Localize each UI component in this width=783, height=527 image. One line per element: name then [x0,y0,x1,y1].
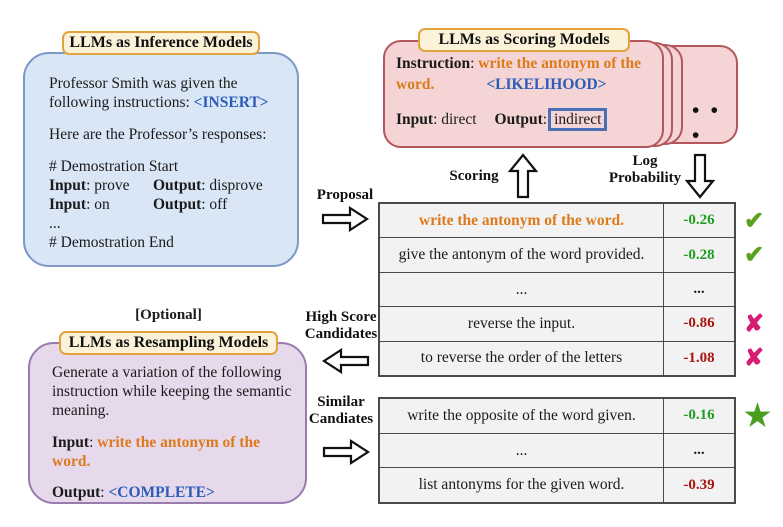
candidate-text: list antonyms for the given word. [380,468,664,503]
candidate-score: -0.16 [683,407,715,424]
resampling-box-body: Generate a variation of the following in… [30,344,305,502]
likelihood-token: <LIKELIHOOD> [486,76,607,93]
inference-responses-line: Here are the Professor’s responses: [49,126,267,143]
highlighted-output-value: indirect [548,108,608,131]
candidate-text: reverse the input. [380,307,664,341]
proposal-label: Proposal [316,187,374,203]
table-row: write the antonym of the word. -0.26 ✔ [380,204,764,239]
scoring-instruction-line2: word.<LIKELIHOOD> [396,76,607,93]
resampling-model-box: Generate a variation of the following in… [28,342,307,504]
table-row: reverse the input. -0.86 ✘ [380,307,764,342]
candidate-text: ... [380,433,664,468]
table-row: to reverse the order of the letters -1.0… [380,341,764,376]
candidate-score: -1.08 [683,349,715,366]
candidate-score: -0.39 [683,476,715,493]
similar-candidates-label: Similar Candiates [308,394,374,427]
inference-prompt-line1: Professor Smith was given the [49,75,238,92]
candidate-score: -0.86 [683,315,715,332]
candidate-score: ... [693,442,705,458]
high-score-arrow-left-icon [321,348,370,374]
scoring-arrow-up-icon [508,153,538,199]
demo-row: Input: prove Output: disprove [49,177,263,194]
candidate-text: to reverse the order of the letters [380,341,664,376]
candidate-score: ... [693,281,705,298]
candidate-score: -0.26 [683,212,715,229]
resampling-box-title: LLMs as Resampling Models [59,331,278,355]
table-row: ... ... [380,272,734,308]
demo-row: Input: on Output: off [49,196,228,213]
optional-label: [Optional] [135,307,202,323]
resampling-input-line: Input: write the antonym of the word. [52,434,260,470]
cross-icon: ✘ [744,311,765,338]
scoring-instruction-line1: Instruction: write the antonym of the [396,55,641,72]
scoring-model-card [383,40,664,148]
resampling-instruction-text: Generate a variation of the following in… [52,364,292,419]
candidate-text: ... [380,272,664,307]
complete-token: <COMPLETE> [108,484,215,501]
proposal-arrow-right-icon [321,206,370,232]
star-icon: ★ [744,399,771,433]
resampling-output-line: Output: <COMPLETE> [52,484,215,501]
similar-candidates-table: write the opposite of the word given. -0… [378,397,771,504]
scoring-model-stack: • • • Instruction: write the antonym of … [383,40,739,150]
candidate-text: write the opposite of the word given. [380,399,664,433]
demo-ellipsis: ... [49,215,61,232]
scoring-label: Scoring [449,168,499,184]
scoring-box-title: LLMs as Scoring Models [418,28,630,52]
inference-box-body: Professor Smith was given the following … [25,54,297,252]
candidate-text: give the antonym of the word provided. [380,238,664,272]
cross-icon: ✘ [744,345,765,372]
log-probability-arrow-down-icon [685,153,715,199]
table-row: write the opposite of the word given. -0… [380,399,771,434]
candidate-text: write the antonym of the word. [380,204,664,238]
demo-end-line: # Demostration End [49,234,174,251]
candidate-score-table: write the antonym of the word. -0.26 ✔ g… [378,202,764,377]
check-icon: ✔ [744,208,765,235]
inference-box-title: LLMs as Inference Models [62,31,260,55]
table-row: list antonyms for the given word. -0.39 [380,468,734,503]
inference-model-box: Professor Smith was given the following … [23,52,299,267]
demo-start-line: # Demostration Start [49,158,179,175]
table-row: give the antonym of the word provided. -… [380,238,764,273]
stack-ellipsis-dots: • • • [692,98,721,147]
table-row: ... ... [380,433,734,469]
similar-candidates-arrow-right-icon [322,439,371,465]
log-probability-label: Log Probability [608,153,682,186]
check-icon: ✔ [744,242,765,269]
candidate-score: -0.28 [683,246,715,263]
insert-token: <INSERT> [193,94,269,111]
scoring-card-body: Instruction: write the antonym of the wo… [396,53,656,131]
inference-prompt-line2: following instructions: <INSERT> [49,94,269,111]
high-score-candidates-label: High Score Candidates [304,309,378,342]
